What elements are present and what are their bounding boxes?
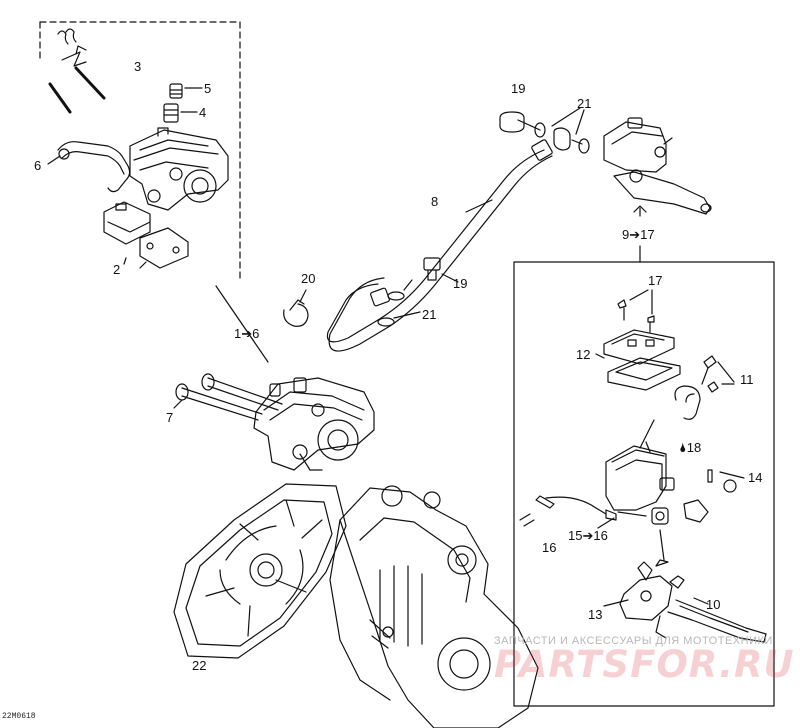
callout-lever-pivot: 13 — [588, 607, 603, 622]
caliper-mounting-bolts — [173, 373, 283, 421]
callout-bleeder-cap: 5 — [204, 81, 212, 96]
leader-caliper-assembly — [215, 285, 269, 363]
fittings — [683, 469, 745, 523]
caliper-main — [253, 377, 375, 471]
brake-pads — [103, 201, 189, 269]
brake-switch-sensor — [519, 495, 647, 529]
caliper-inset — [129, 127, 229, 211]
callout-master-cylinder-kit: 9➔17 — [622, 227, 655, 242]
callout-brake-disc: 22 — [192, 658, 207, 673]
callout-caliper-bolts: 7 — [166, 410, 174, 425]
brake-disc — [173, 483, 347, 659]
callout-bleeder-screw: 4 — [199, 105, 207, 120]
callout-cover-screws: 17 — [648, 273, 663, 288]
callout-caliper-assembly: 1➔6 — [234, 326, 260, 341]
callout-hose-clamp: 20 — [301, 271, 316, 286]
callout-brake-switch: 15➔16 — [568, 528, 608, 543]
sealing-washers-lower — [377, 279, 421, 327]
brake-lever — [603, 529, 767, 643]
callout-banjo-bolt-lower: 19 — [453, 276, 468, 291]
callout-brake-line: 8 — [431, 194, 439, 209]
watermark-tagline: ЗАПЧАСТИ И АКСЕССУАРЫ ДЛЯ МОТОТЕХНИКИ — [494, 635, 773, 647]
callout-brake-fluid: 🌢18 — [679, 440, 702, 455]
watermark-brand: PARTSFOR.RU — [494, 643, 795, 686]
cover-screws — [617, 289, 655, 333]
callout-switch-wire: 16 — [542, 540, 557, 555]
banjo-bolt-upper — [499, 111, 541, 133]
callout-washers-upper: 21 — [577, 96, 592, 111]
caliper-hose — [47, 141, 131, 193]
callout-fittings: 14 — [748, 470, 763, 485]
callout-washers-lower: 21 — [422, 307, 437, 322]
diagram-reference-code: 22M0618 — [2, 712, 36, 721]
callout-brake-pads: 2 — [113, 262, 121, 277]
callout-reservoir-cover: 12 — [576, 347, 591, 362]
callout-brake-lever: 10 — [706, 597, 721, 612]
callout-pin-kit: 3 — [134, 59, 142, 74]
master-cylinder-inset-frame — [513, 261, 775, 707]
caliper-kit-inset-frame — [39, 21, 241, 281]
handlebar-clamp — [674, 355, 735, 420]
reservoir-cover-and-gasket — [595, 329, 681, 391]
master-cylinder-top — [603, 117, 712, 215]
leader-9-17-arrow — [633, 205, 647, 213]
bleeder-screw-assembly — [163, 83, 203, 123]
sealing-washers-upper — [534, 107, 590, 154]
callout-caliper-hose: 6 — [34, 158, 42, 173]
banjo-bolt-lower — [423, 257, 459, 283]
master-cylinder-body — [605, 419, 675, 525]
pad-pins-and-clips — [48, 28, 106, 114]
chaincase-housing — [329, 485, 539, 728]
brake-line — [326, 139, 553, 352]
callout-handlebar-clamp: 11 — [740, 372, 754, 387]
callout-banjo-bolt-upper: 19 — [511, 81, 526, 96]
hose-clamp — [283, 289, 309, 327]
